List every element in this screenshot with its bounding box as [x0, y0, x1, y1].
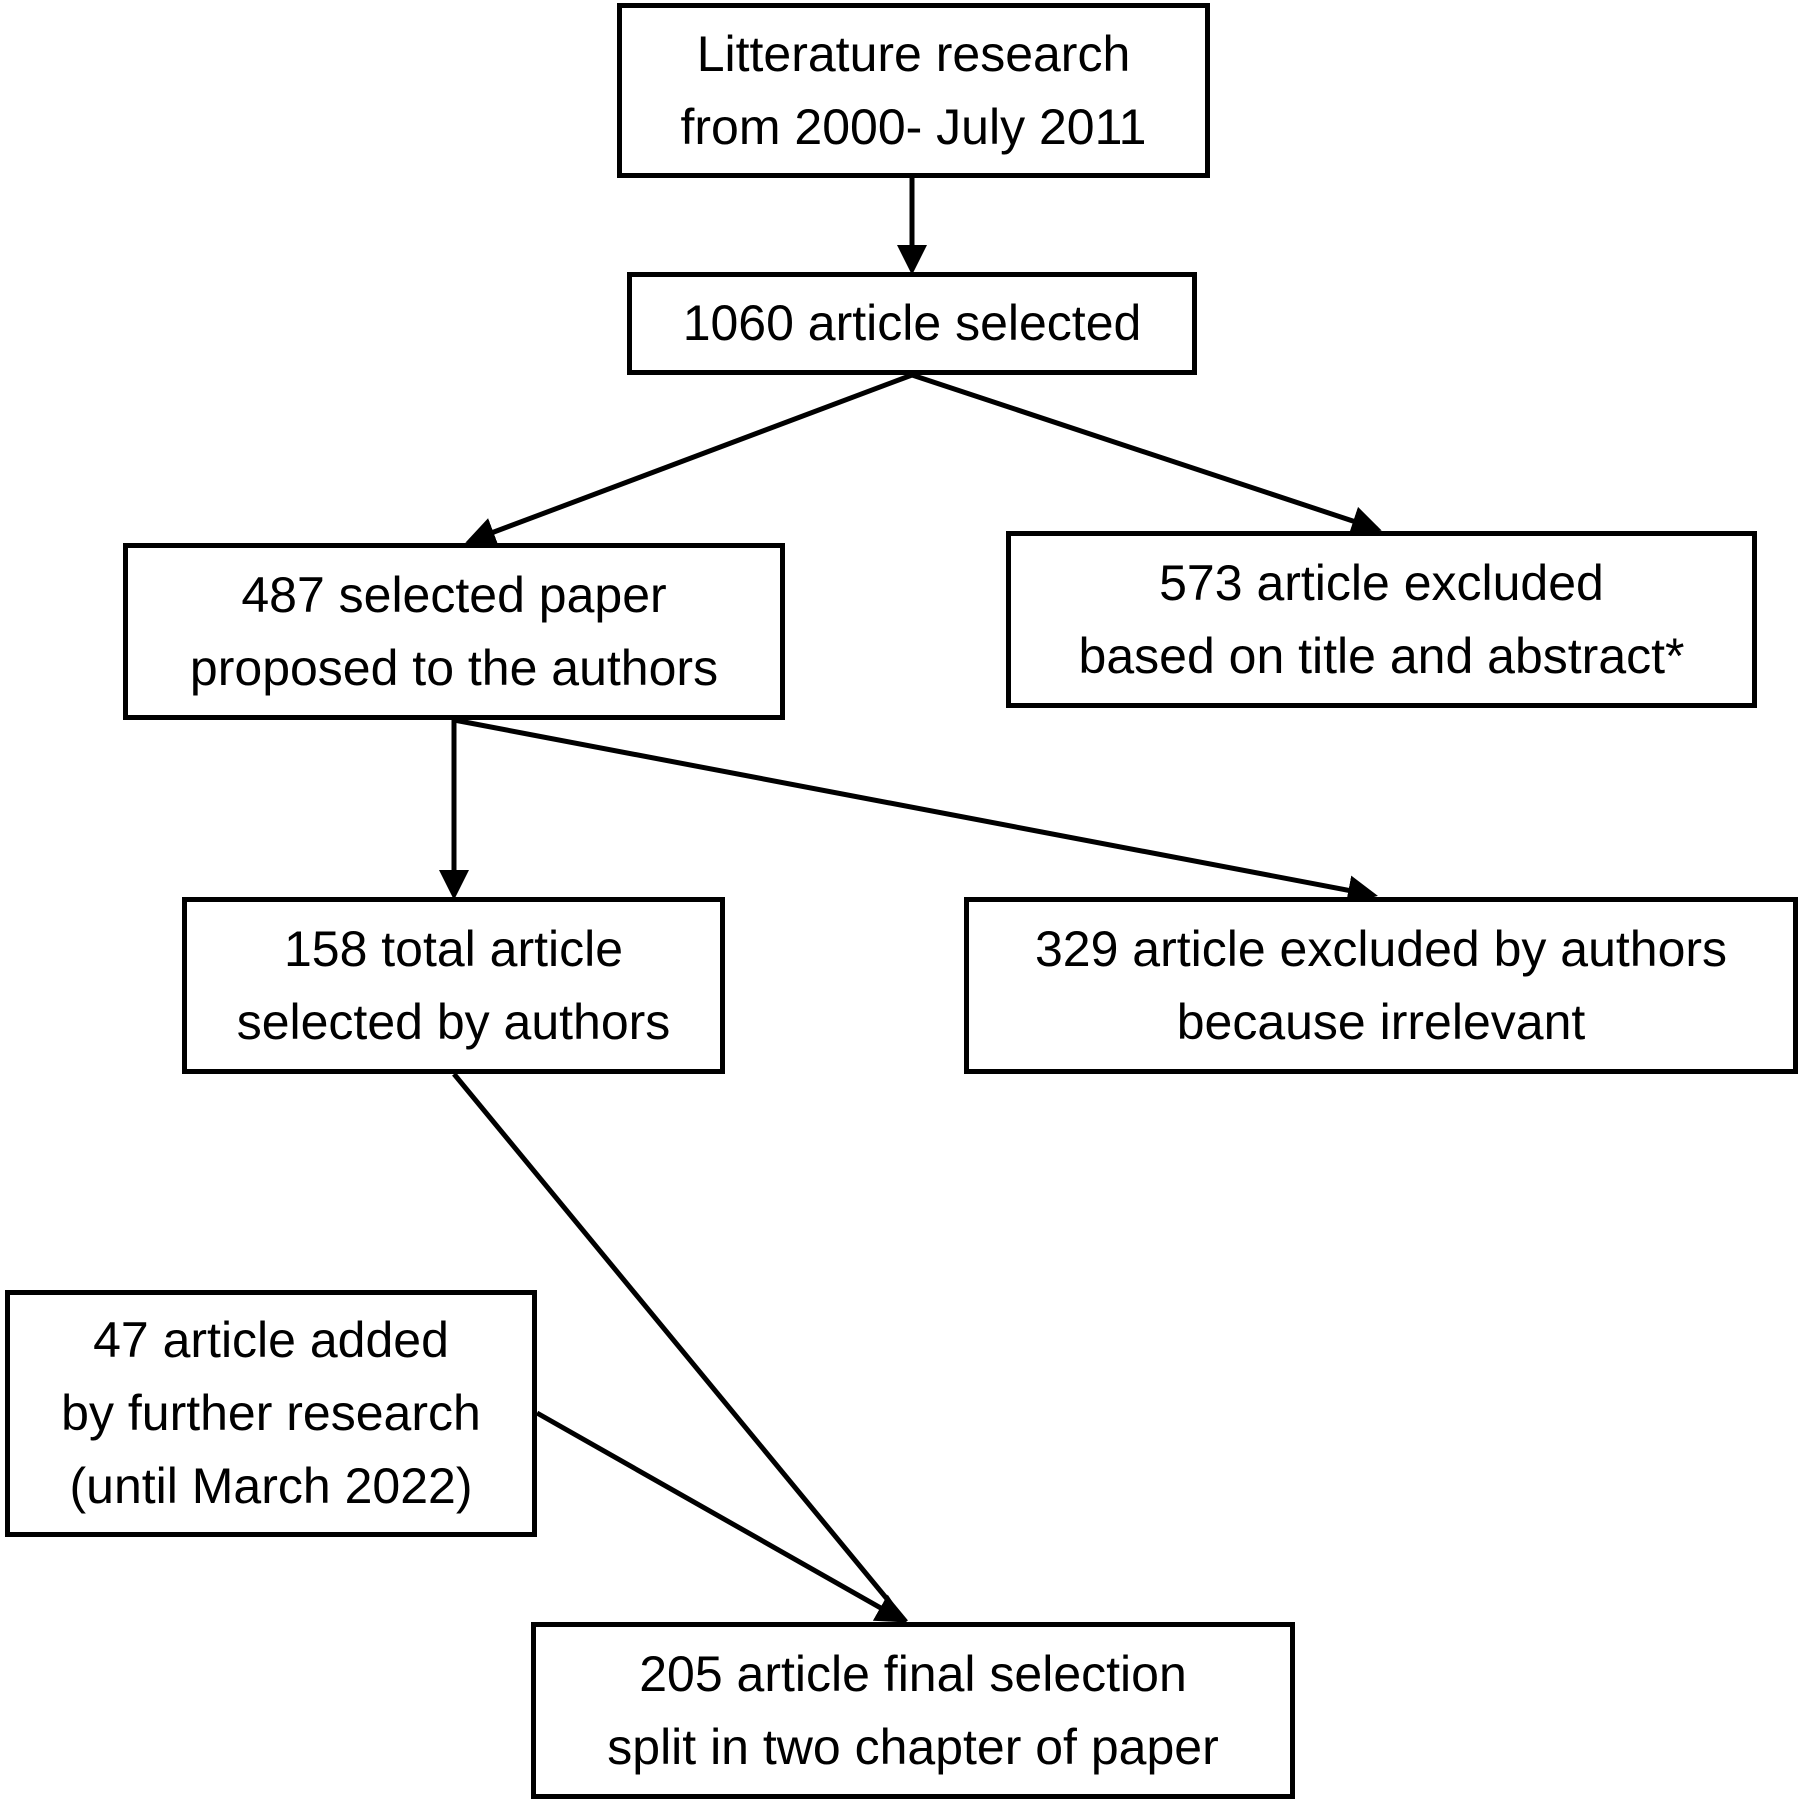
edge-487-to-329: [453, 717, 1378, 906]
edge-1060-to-487: [465, 372, 913, 547]
excluded-irrelevant-box: 329 article excluded by authors because …: [964, 897, 1798, 1074]
articles-selected-box: 1060 article selected: [627, 272, 1197, 375]
final-selection-box: 205 article final selection split in two…: [531, 1622, 1295, 1799]
node-text-line: 47 article added: [93, 1312, 449, 1368]
edge-1060-to-573: [911, 372, 1382, 536]
further-research-box: 47 article added by further research (un…: [5, 1290, 537, 1537]
node-text-line: 329 article excluded by authors: [1034, 920, 1728, 977]
edge-158-to-205: [452, 1072, 908, 1624]
node-text-line: 205 article final selection: [639, 1645, 1187, 1702]
node-text-line: Litterature research: [696, 25, 1131, 82]
node-text-line: selected by authors: [236, 993, 671, 1050]
node-text-line: 573 article excluded: [1159, 554, 1604, 611]
papers-proposed-box: 487 selected paper proposed to the autho…: [123, 543, 785, 720]
selected-by-authors-box: 158 total article selected by authors: [182, 897, 725, 1074]
node-text-line: 158 total article: [283, 920, 624, 977]
node-text-line: based on title and abstract*: [1078, 627, 1685, 684]
edge-47-to-205: [535, 1410, 907, 1623]
node-text-line: split in two chapter of paper: [607, 1718, 1219, 1775]
node-text-line: because irrelevant: [1176, 993, 1586, 1050]
node-text-line: (until March 2022): [69, 1458, 473, 1514]
node-text-line: by further research: [61, 1385, 481, 1441]
node-text-line: proposed to the authors: [189, 639, 719, 696]
node-text-line: 1060 article selected: [682, 295, 1142, 351]
literature-search-box: Litterature research from 2000- July 201…: [617, 3, 1210, 178]
excluded-title-abstract-box: 573 article excluded based on title and …: [1006, 531, 1757, 708]
node-text-line: 487 selected paper: [241, 566, 667, 623]
node-text-line: from 2000- July 2011: [680, 98, 1147, 155]
